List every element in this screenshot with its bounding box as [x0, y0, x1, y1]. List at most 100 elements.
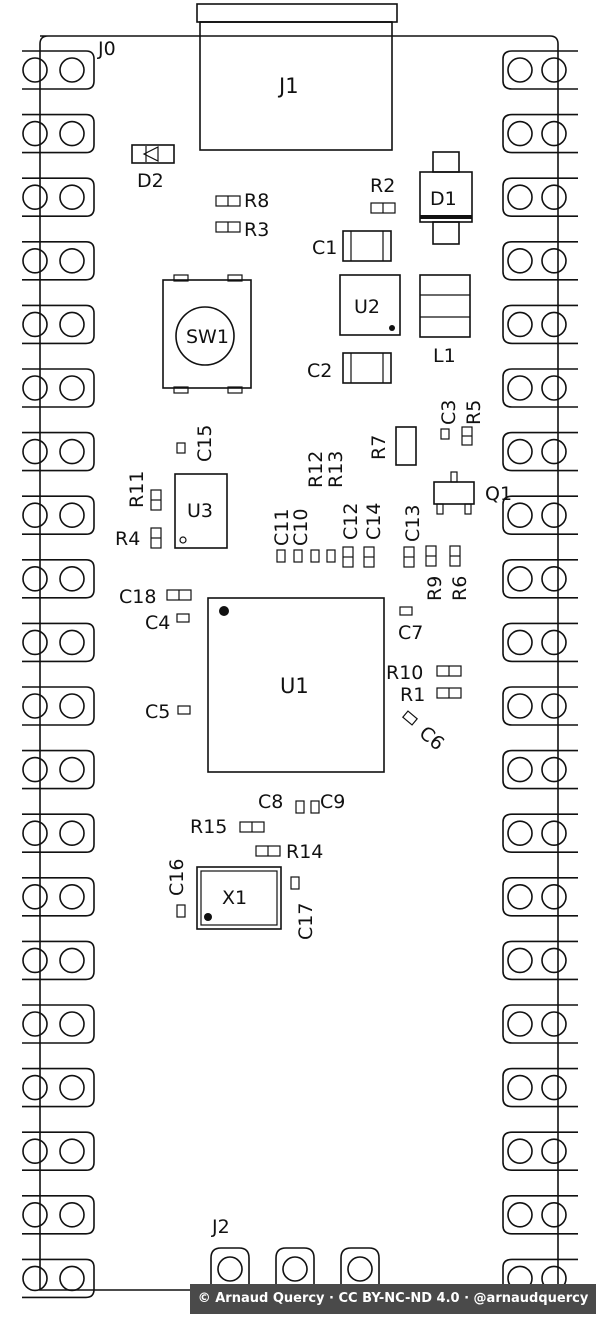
svg-text:C5: C5: [145, 701, 170, 723]
capacitor-c5: C5: [145, 701, 191, 723]
svg-text:C14: C14: [363, 503, 385, 540]
svg-text:U2: U2: [354, 296, 380, 318]
resistor-r6: R6: [449, 545, 471, 601]
capacitor-c14: C14: [363, 503, 385, 568]
svg-text:C16: C16: [166, 859, 188, 896]
svg-text:C2: C2: [307, 360, 332, 382]
svg-text:C12: C12: [340, 503, 362, 540]
svg-text:C4: C4: [145, 612, 170, 634]
svg-text:R14: R14: [286, 841, 323, 863]
svg-text:C7: C7: [398, 622, 423, 644]
resistor-r14: R14: [255, 841, 323, 863]
crystal-x1: X1: [196, 866, 282, 930]
resistor-r7: R7: [368, 426, 417, 466]
svg-text:D1: D1: [430, 188, 457, 210]
svg-text:X1: X1: [222, 887, 247, 909]
j2-pad: [275, 1247, 315, 1300]
header-pad: [22, 495, 95, 535]
resistor-r9: R9: [424, 545, 446, 601]
header-pad: [22, 686, 95, 726]
header-pad: [22, 877, 95, 917]
resistor-r12-label: R12: [305, 451, 327, 488]
j2-label: J2: [211, 1216, 230, 1238]
header-pad: [502, 1004, 578, 1044]
header-pad: [502, 431, 578, 472]
capacitor-c7: C7: [398, 606, 423, 644]
header-pad: [22, 177, 95, 217]
capacitor-c8: C8: [258, 791, 305, 814]
header-pad: [22, 113, 95, 154]
header-pad: [502, 495, 578, 535]
capacitor-c16: C16: [166, 859, 188, 918]
capacitor-c10: C10: [290, 509, 312, 563]
diode-d2: D2: [131, 144, 175, 192]
header-pad: [502, 749, 578, 790]
j2-pad: [210, 1247, 250, 1300]
header-pad: [502, 113, 578, 154]
header-pad: [22, 304, 95, 345]
capacitor-c12: C12: [340, 503, 362, 568]
header-pad: [22, 622, 95, 663]
svg-text:U1: U1: [280, 674, 309, 698]
header-pad: [22, 241, 95, 281]
svg-text:R9: R9: [424, 576, 446, 601]
j1-label: J1: [277, 74, 299, 98]
header-pad: [22, 813, 95, 853]
resistor-r10: R10: [386, 662, 462, 684]
j2-pad: [340, 1247, 380, 1300]
diode-d1: D1: [419, 151, 473, 245]
resistor-r8: R8: [215, 190, 269, 212]
header-pad: [22, 368, 95, 408]
resistor-r3: R3: [215, 219, 269, 241]
svg-text:C1: C1: [312, 237, 337, 259]
svg-text:Q1: Q1: [485, 483, 512, 505]
capacitor-c6: C6: [401, 710, 449, 755]
svg-text:R6: R6: [449, 576, 471, 601]
ic-u1: U1: [207, 597, 385, 773]
capacitor-c4: C4: [145, 612, 190, 634]
header-pad: [502, 304, 578, 345]
capacitor-c17: C17: [290, 876, 317, 940]
board-outline: [39, 35, 559, 1291]
resistor-r5: R5: [461, 400, 485, 446]
resistor-r11: R11: [126, 471, 162, 511]
capacitor-c11: C11: [271, 509, 293, 563]
capacitor-c15: C15: [176, 425, 216, 462]
svg-text:C8: C8: [258, 791, 283, 813]
header-pad: [502, 50, 578, 90]
svg-text:R2: R2: [370, 175, 395, 197]
svg-text:C6: C6: [415, 722, 449, 755]
svg-text:C13: C13: [402, 505, 424, 542]
svg-text:R3: R3: [244, 219, 269, 241]
resistor-r13-label: R13: [325, 451, 347, 488]
header-pad: [502, 1067, 578, 1108]
svg-text:SW1: SW1: [186, 326, 229, 348]
header-pad: [502, 686, 578, 726]
capacitor-c13: C13: [402, 505, 424, 568]
svg-text:R5: R5: [463, 400, 485, 425]
capacitor-c1: C1: [312, 230, 392, 262]
svg-text:R10: R10: [386, 662, 423, 684]
svg-text:R7: R7: [368, 435, 390, 460]
header-pad: [22, 1067, 95, 1108]
header-pad: [502, 1131, 578, 1171]
capacitor-pad: [310, 549, 320, 563]
capacitor-c18: C18: [119, 586, 192, 608]
svg-text:R4: R4: [115, 528, 140, 550]
svg-text:L1: L1: [433, 345, 456, 367]
credit-banner: © Arnaud Quercy · CC BY-NC-ND 4.0 · @arn…: [190, 1284, 596, 1314]
svg-text:R15: R15: [190, 816, 227, 838]
svg-text:C10: C10: [290, 509, 312, 546]
ic-u2: U2: [339, 274, 401, 336]
svg-text:U3: U3: [187, 500, 213, 522]
svg-text:C15: C15: [194, 425, 216, 462]
header-pad: [22, 749, 95, 790]
header-pad: [502, 940, 578, 981]
debug-header-j2: [210, 1247, 380, 1300]
header-pad: [22, 50, 95, 90]
left-header-pads: [22, 50, 95, 1299]
header-pad: [502, 877, 578, 917]
capacitor-c9: C9: [310, 791, 345, 814]
header-pad: [502, 813, 578, 853]
